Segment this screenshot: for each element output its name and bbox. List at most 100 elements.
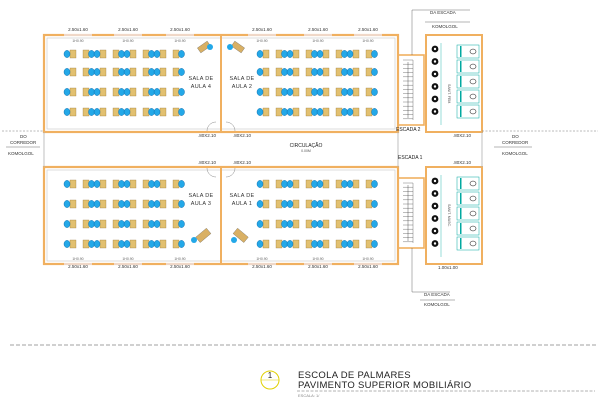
stair-labels: ESCADA 2 ESCADA 1 <box>396 127 423 161</box>
student-station <box>305 87 318 97</box>
student-station <box>172 199 185 209</box>
student-station <box>112 87 125 97</box>
student-chair <box>256 200 264 208</box>
student-desk <box>305 107 313 117</box>
student-station <box>82 67 95 77</box>
toilet-stall <box>456 206 480 221</box>
student-station <box>123 239 137 249</box>
student-station <box>286 199 300 209</box>
student-desk <box>69 219 77 229</box>
student-chair <box>63 220 71 228</box>
student-desk <box>352 87 360 97</box>
student-station <box>93 179 107 189</box>
student-desk <box>292 239 300 249</box>
student-station <box>142 107 155 117</box>
student-chair <box>256 240 264 248</box>
student-desk <box>275 87 283 97</box>
window-high-label-bottom: 1H0.90 <box>174 257 185 261</box>
student-station <box>256 87 270 97</box>
student-desk <box>275 67 283 77</box>
student-desk <box>305 239 313 249</box>
student-desk <box>82 107 90 117</box>
student-station <box>142 67 155 77</box>
student-station <box>153 67 167 77</box>
student-station <box>305 67 318 77</box>
student-desk <box>365 179 373 189</box>
student-desk <box>172 107 180 117</box>
student-station <box>335 179 348 189</box>
student-desk <box>99 107 107 117</box>
toilet-stall <box>456 221 480 236</box>
student-chair <box>178 68 185 76</box>
stall-door <box>460 178 462 189</box>
student-station <box>275 49 288 59</box>
student-station <box>142 219 155 229</box>
student-station <box>123 67 137 77</box>
door-label-4: .80X2.10 <box>233 160 252 165</box>
student-desk <box>275 107 283 117</box>
student-station <box>286 107 300 117</box>
student-chair <box>371 88 378 96</box>
teacher-desk-sala3 <box>195 227 212 243</box>
student-chair <box>371 108 378 116</box>
student-chair <box>256 68 264 76</box>
student-chair <box>256 180 264 188</box>
toilet-bowl <box>469 108 477 115</box>
student-chair <box>281 240 288 248</box>
room-label-sala3-line2: AULA 3 <box>191 201 211 207</box>
door-label-6: .80X2.10 <box>453 160 472 165</box>
student-desk <box>142 67 150 77</box>
student-station <box>172 67 185 77</box>
student-station <box>93 67 107 77</box>
student-station <box>123 49 137 59</box>
wc-labels: SANIT. FEM. SANIT. MASC. <box>447 84 451 227</box>
student-station <box>275 239 288 249</box>
student-chair <box>346 180 354 188</box>
student-desk <box>82 199 90 209</box>
student-desk <box>352 67 360 77</box>
title-number: 1 <box>268 371 273 380</box>
student-chair <box>118 68 125 76</box>
student-chair <box>346 50 354 58</box>
student-chair <box>93 240 101 248</box>
student-desk <box>69 199 77 209</box>
student-station <box>93 219 107 229</box>
student-desk <box>99 219 107 229</box>
stair-1-wall <box>397 177 425 249</box>
student-station <box>142 239 155 249</box>
student-station <box>93 87 107 97</box>
student-desk <box>322 107 330 117</box>
teacher-desk-sala2 <box>231 40 245 54</box>
student-desk <box>112 67 120 77</box>
annot-corredor-right: CORREDOR <box>502 140 529 145</box>
teacher-chair-sala4 <box>207 44 213 50</box>
student-desk <box>129 87 137 97</box>
sink-drain <box>433 204 437 208</box>
toilet-bowl <box>469 225 477 232</box>
student-chair <box>123 220 131 228</box>
student-chair <box>88 68 95 76</box>
annot-da-escada-top: DA ESCADA <box>430 10 456 15</box>
student-desk <box>159 179 167 189</box>
student-desk <box>262 239 270 249</box>
student-chair <box>93 180 101 188</box>
student-chair <box>311 200 318 208</box>
student-station <box>172 219 185 229</box>
student-desk <box>159 107 167 117</box>
student-chair <box>281 220 288 228</box>
student-desk <box>129 67 137 77</box>
leader-top-right <box>411 9 470 55</box>
student-desk <box>365 49 373 59</box>
student-station <box>346 179 360 189</box>
student-chair <box>153 220 161 228</box>
student-desk <box>159 49 167 59</box>
window-label-bottom: 2.50x1.60 <box>68 264 88 269</box>
student-desk <box>365 199 373 209</box>
student-station <box>335 239 348 249</box>
student-station <box>256 199 270 209</box>
student-station <box>153 239 167 249</box>
student-chair <box>63 88 71 96</box>
student-station <box>335 199 348 209</box>
window-label-top: 2.50x1.60 <box>252 27 272 32</box>
student-station <box>316 87 330 97</box>
